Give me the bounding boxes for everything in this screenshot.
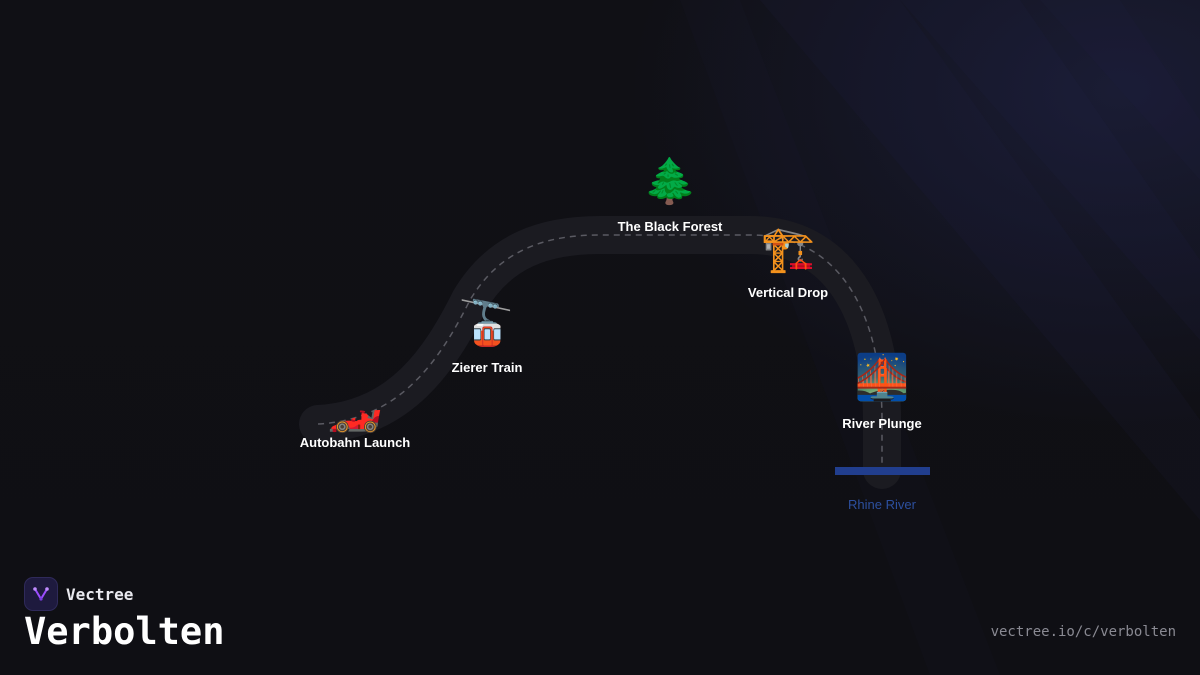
construction-crane-icon: 🏗️ (760, 224, 816, 275)
stop-label-autobahn-launch: Autobahn Launch (299, 435, 411, 450)
brand: Vectree (24, 577, 133, 611)
track-dashed-centerline (317, 234, 883, 470)
stop-label-zierer-train: Zierer Train (451, 360, 523, 375)
aerial-tramway-icon: 🚡 (458, 298, 514, 349)
page-title: Verbolten (24, 610, 225, 653)
stop-label-vertical-drop: Vertical Drop (747, 285, 829, 300)
brand-name: Vectree (66, 584, 134, 604)
evergreen-tree-icon: 🌲 (642, 156, 698, 207)
river-water-bar (835, 467, 930, 475)
vectree-logo-icon (24, 577, 58, 611)
river-label: Rhine River (848, 497, 916, 512)
source-url[interactable]: vectree.io/c/verbolten (990, 624, 1176, 640)
stop-label-river-plunge: River Plunge (842, 416, 922, 431)
bridge-at-night-icon: 🌉 (854, 352, 910, 403)
stop-label-black-forest: The Black Forest (617, 219, 723, 234)
race-car-icon: 🏎️ (327, 384, 383, 435)
